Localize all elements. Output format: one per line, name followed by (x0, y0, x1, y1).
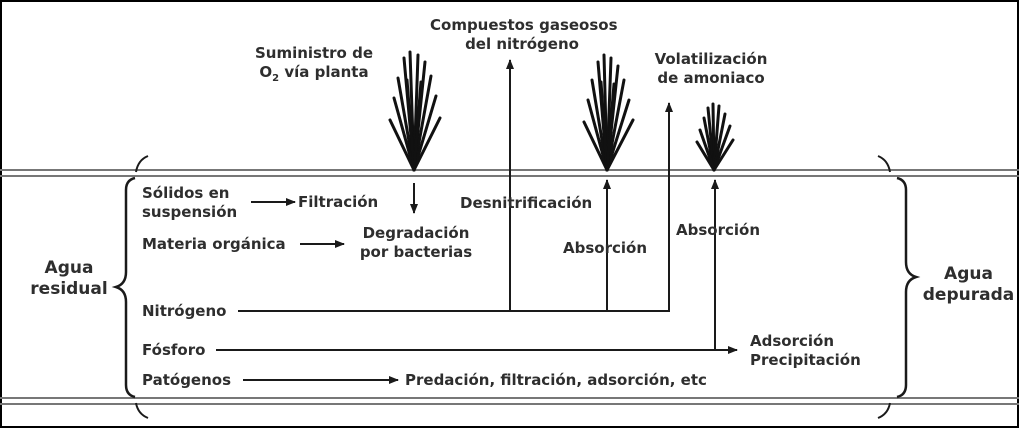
suministro-label: Suministro de O2 vía planta (254, 44, 373, 84)
predacion-label: Predación, filtración, adsorción, etc (405, 371, 707, 389)
degradacion-label: Degradación por bacterias (359, 224, 473, 261)
desnitrificacion-label: Desnitrificación (460, 194, 593, 212)
nitrogeno-volatilizacion-arrow (238, 102, 673, 312)
volatilizacion-label: Volatilización de amoniaco (654, 50, 768, 87)
left-bottom-tick (135, 402, 149, 419)
left-brace (111, 176, 136, 399)
right-top-tick (877, 155, 891, 173)
patogenos-label: Patógenos (142, 371, 232, 389)
agua-depurada-label: Agua depurada (922, 264, 1015, 305)
agua-residual-label: Agua residual (30, 258, 108, 299)
plant-icon (582, 53, 635, 172)
plant-icon (388, 50, 442, 172)
right-brace (896, 176, 921, 399)
absorcion-label: Absorción (563, 239, 647, 257)
nitrogeno-label: Nitrógeno (142, 302, 227, 320)
solidos-label: Sólidos en suspensión (142, 184, 238, 221)
compuestos-gaseosos-label: Compuestos gaseosos del nitrógeno (430, 16, 618, 53)
channel-bottom-line (0, 397, 1019, 405)
absorcion-label: Absorción (676, 221, 760, 239)
plant-icon (695, 102, 735, 172)
left-top-tick (135, 155, 149, 173)
filtracion-label: Filtración (298, 193, 379, 211)
fosforo-label: Fósforo (142, 341, 206, 359)
adsorcion-precipitacion-label: Adsorción Precipitación (750, 332, 861, 369)
right-bottom-tick (877, 402, 891, 419)
materia-organica-label: Materia orgánica (142, 235, 286, 253)
